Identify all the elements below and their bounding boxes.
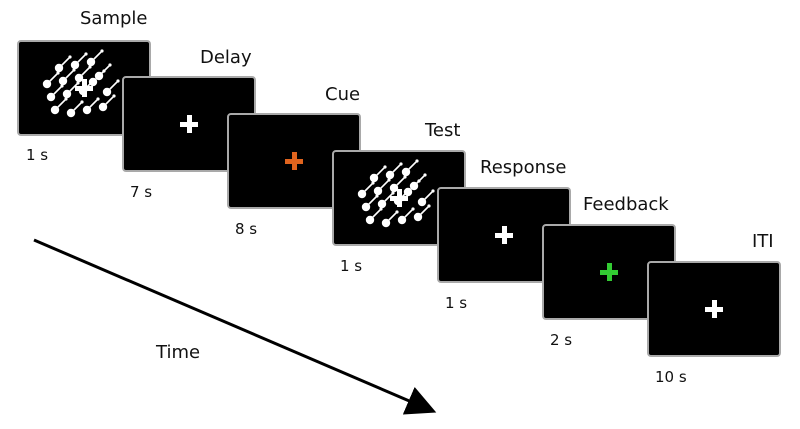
event-label-cue: Cue	[325, 84, 361, 105]
dot-motion-tip	[371, 181, 375, 185]
dot	[381, 218, 391, 228]
dot	[361, 202, 371, 212]
event-label-test: Test	[425, 120, 461, 141]
duration-feedback: 2 s	[550, 331, 573, 349]
dot-motion-tip	[379, 207, 383, 211]
dot	[82, 105, 92, 115]
dot	[389, 183, 399, 193]
dot	[66, 108, 76, 118]
dot-motion-tip	[399, 162, 403, 166]
dot	[88, 77, 98, 87]
duration-response: 1 s	[445, 294, 468, 312]
fixation-cross-icon	[285, 152, 303, 170]
dot-motion-tip	[80, 100, 84, 104]
event-label-feedback: Feedback	[583, 194, 669, 215]
event-label-delay: Delay	[200, 47, 252, 68]
dot	[403, 187, 413, 197]
dot-motion-tip	[112, 94, 116, 98]
dot	[74, 73, 84, 83]
dot	[413, 212, 423, 222]
dot	[46, 92, 56, 102]
dot-motion-tip	[383, 165, 387, 169]
screen-iti	[647, 261, 781, 357]
dot-motion-tip	[84, 52, 88, 56]
event-label-response: Response	[480, 157, 567, 178]
dot	[98, 102, 108, 112]
dot-motion-tip	[411, 207, 415, 211]
fixation-cross-icon	[390, 189, 408, 207]
dot-motion-tip	[72, 68, 76, 72]
dot-motion-tip	[100, 49, 104, 53]
dot	[102, 87, 112, 97]
dot-motion-tip	[375, 194, 379, 198]
dot	[409, 181, 419, 191]
fixation-cross-icon	[600, 263, 618, 281]
dot-motion-tip	[108, 63, 112, 67]
moving-dots-icon	[357, 159, 435, 228]
event-label-iti: ITI	[752, 231, 774, 252]
dot-motion-tip	[403, 175, 407, 179]
dot-motion-tip	[56, 71, 60, 75]
time-label: Time	[156, 342, 201, 363]
fixation-cross-icon	[180, 115, 198, 133]
fixation-cross-icon	[495, 226, 513, 244]
dot-motion-tip	[395, 210, 399, 214]
dot	[377, 199, 387, 209]
duration-iti: 10 s	[655, 368, 687, 386]
dot	[58, 76, 68, 86]
dot	[417, 197, 427, 207]
dot	[365, 215, 375, 225]
dot	[385, 170, 395, 180]
duration-sample: 1 s	[26, 146, 49, 164]
dot	[369, 173, 379, 183]
dot-motion-tip	[387, 178, 391, 182]
dot	[401, 167, 411, 177]
dot-motion-tip	[64, 97, 68, 101]
dot	[94, 71, 104, 81]
dot-motion-tip	[76, 81, 80, 85]
fixation-cross-icon	[705, 300, 723, 318]
dot	[42, 79, 52, 89]
dot	[373, 186, 383, 196]
dot-motion-tip	[415, 159, 419, 163]
dot-motion-tip	[427, 204, 431, 208]
dot	[86, 57, 96, 67]
dot	[70, 60, 80, 70]
duration-cue: 8 s	[235, 220, 258, 238]
dot	[357, 189, 367, 199]
duration-test: 1 s	[340, 257, 363, 275]
dot-motion-tip	[116, 79, 120, 83]
dot	[54, 63, 64, 73]
dot-motion-tip	[431, 189, 435, 193]
dot-motion-tip	[68, 55, 72, 59]
dot	[50, 105, 60, 115]
dot-motion-tip	[423, 173, 427, 177]
dot	[62, 89, 72, 99]
dot-motion-tip	[96, 97, 100, 101]
dot	[397, 215, 407, 225]
event-label-sample: Sample	[80, 8, 148, 29]
dot-motion-tip	[391, 191, 395, 195]
duration-delay: 7 s	[130, 183, 153, 201]
dot-motion-tip	[60, 84, 64, 88]
dot-motion-tip	[88, 65, 92, 69]
fixation-cross-icon	[75, 79, 93, 97]
